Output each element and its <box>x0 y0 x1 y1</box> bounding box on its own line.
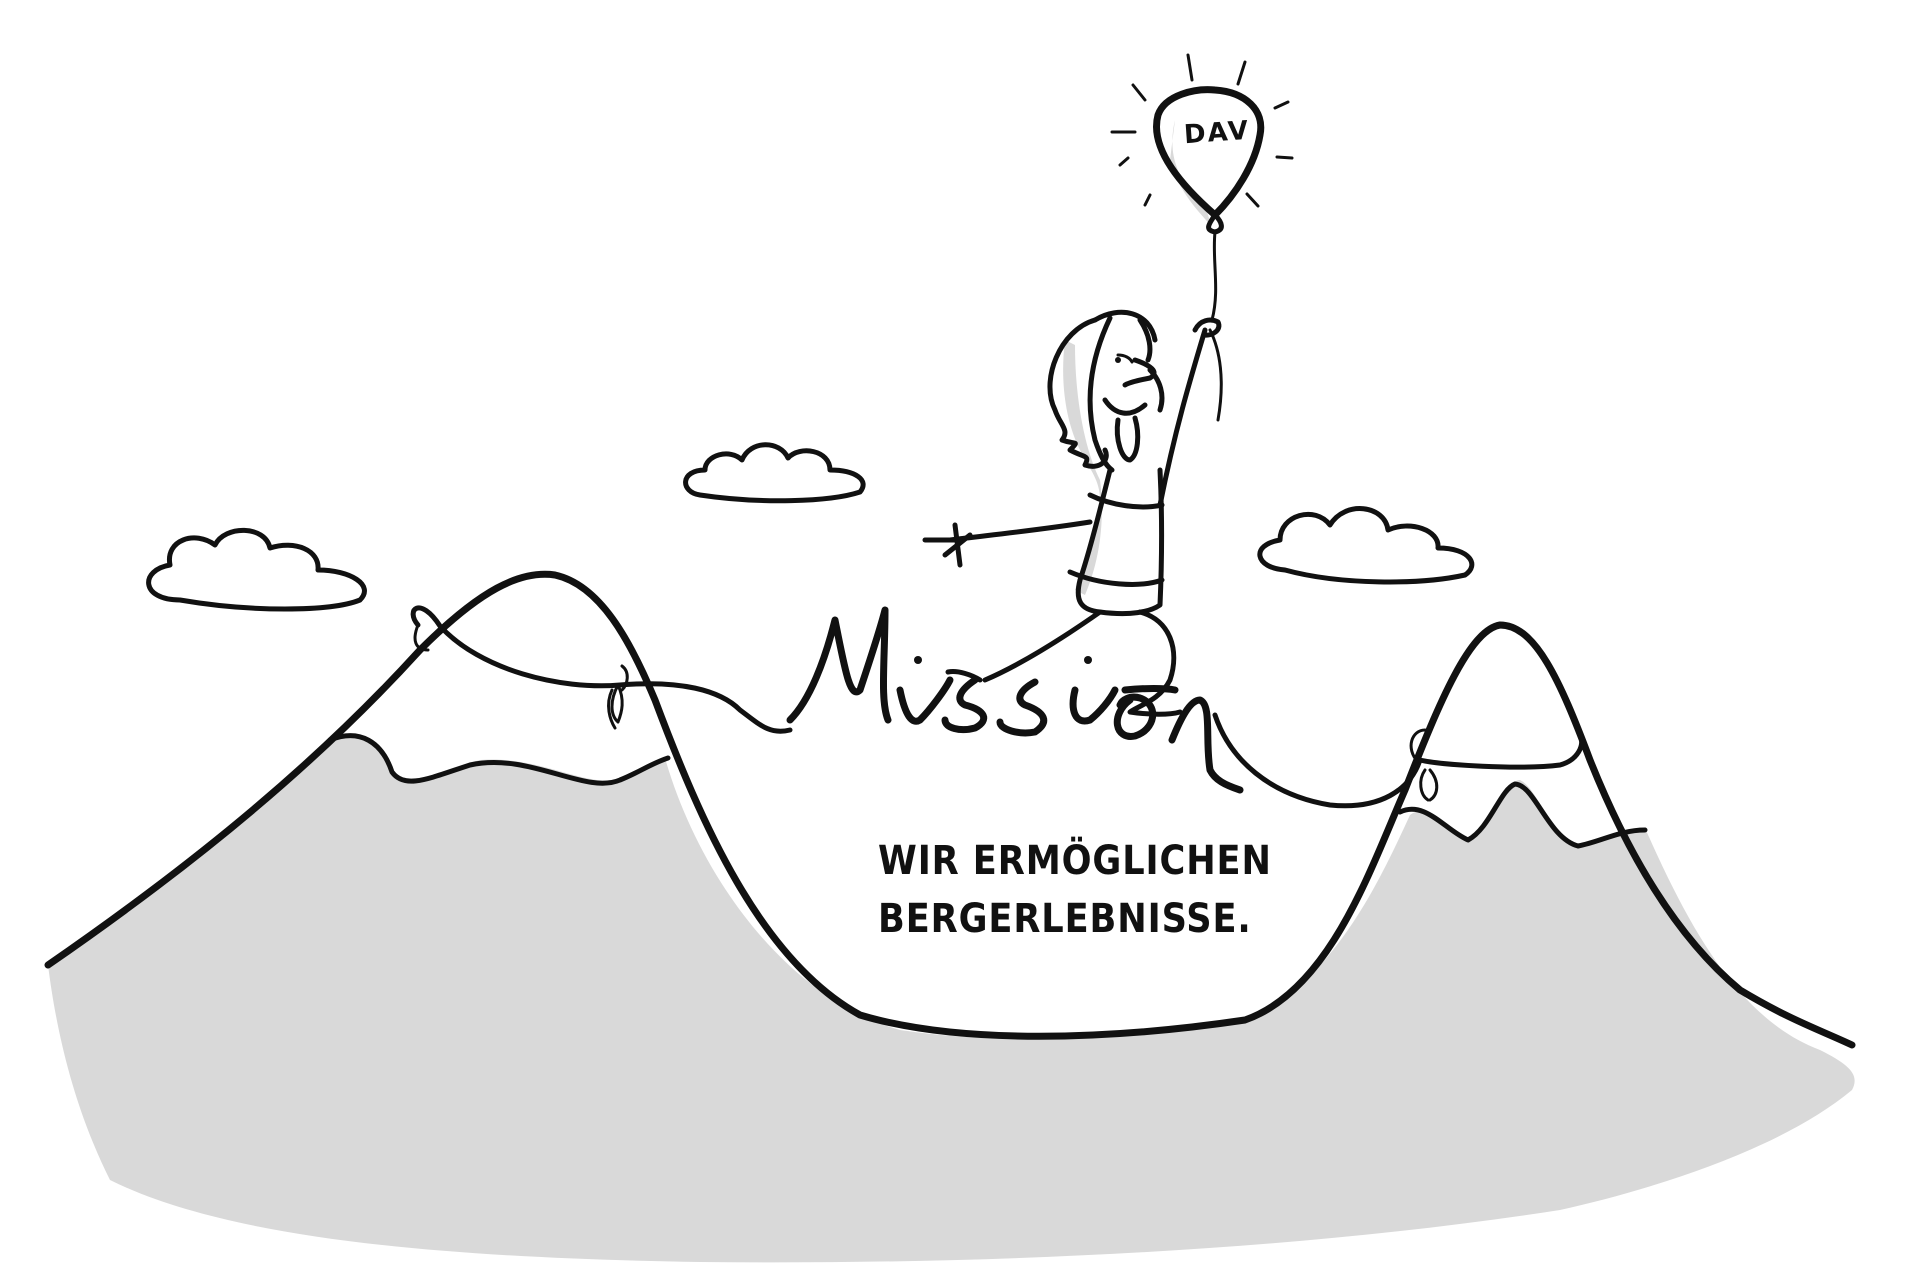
balloon-label: DAV <box>1183 115 1251 151</box>
subtitle-line-2: BERGERLEBNISSE. <box>878 896 1252 942</box>
ribbon-rope <box>410 605 1585 809</box>
subtitle-line-1: WIR ERMÖGLICHEN <box>878 838 1272 884</box>
cloud-right <box>1257 506 1475 585</box>
mission-script <box>786 606 1244 794</box>
character-figure <box>922 309 1223 717</box>
balloon <box>1110 53 1294 322</box>
mission-subtitle: WIR ERMÖGLICHEN BERGERLEBNISSE. <box>878 832 1272 948</box>
cloud-middle <box>683 442 866 504</box>
mountain-range <box>44 570 1856 1263</box>
cloud-left <box>146 527 367 612</box>
